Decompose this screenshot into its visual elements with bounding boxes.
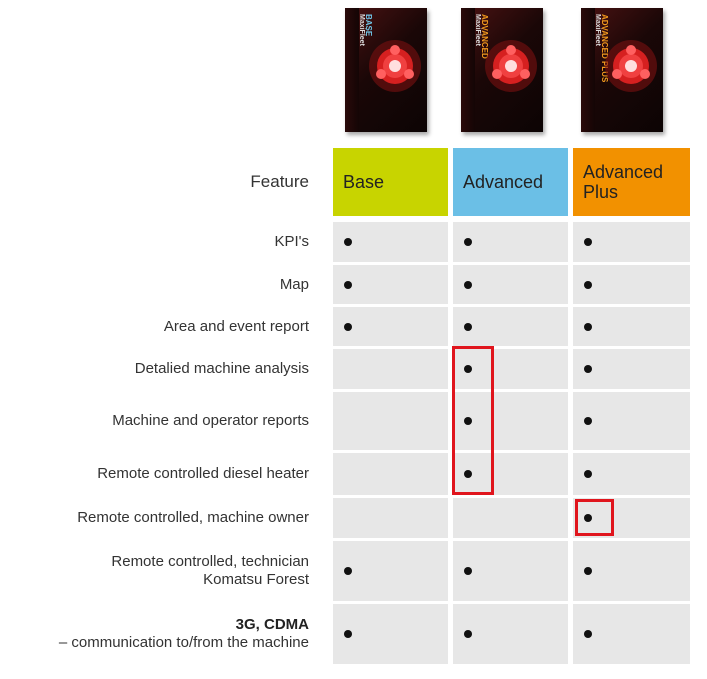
table-cell-base [333,349,448,389]
feature-label-subtext: Komatsu Forest [203,571,309,588]
box-spine [461,8,475,132]
feature-label: Map [280,265,309,304]
table-cell-base [333,307,448,346]
table-cell-base [333,222,448,262]
included-bullet-icon [584,630,592,638]
feature-label: Remote controlled diesel heater [97,453,309,495]
highlight-box-advanced [452,346,494,495]
table-cell-base [333,498,448,538]
feature-label: Area and event report [164,307,309,346]
included-bullet-icon [584,417,592,425]
feature-label-subtext: – communication to/from the machine [58,634,309,651]
table-cell-base [333,541,448,601]
table-cell-advanced [453,349,568,389]
included-bullet-icon [344,322,352,331]
table-cell-advanced-plus [573,541,690,601]
table-cell-base [333,604,448,664]
product-brand: MaxiFleet [358,14,365,46]
table-cell-advanced [453,265,568,304]
included-bullet-icon [344,630,352,638]
included-bullet-icon [584,514,592,522]
column-header-advanced-plus: Advanced Plus [573,148,690,216]
feature-label-text: Area and event report [163,317,309,335]
included-bullet-icon [584,322,592,331]
column-header-label: Base [343,172,385,192]
product-box-advanced: MaxiFleet ADVANCED [461,8,543,132]
table-cell-advanced-plus [573,392,690,450]
komatsu-logo-icon [369,40,421,92]
feature-label-text: Map [279,275,309,293]
table-cell-base [333,392,448,450]
included-bullet-icon [464,238,472,246]
column-header-advanced: Advanced [453,148,568,216]
included-bullet-icon [464,417,472,425]
included-bullet-icon [344,280,352,289]
product-tier: ADVANCED PLUS [600,14,609,83]
feature-label: KPI's [274,222,309,262]
table-cell-advanced-plus [573,604,690,664]
feature-header: Feature [250,148,309,216]
feature-label: Detalied machine analysis [135,349,309,389]
feature-label-text: Remote controlled, machine owner [77,509,309,526]
product-box-base: MaxiFleet BASE [345,8,427,132]
table-cell-advanced-plus [573,498,690,538]
product-tier: ADVANCED [480,14,489,59]
table-cell-advanced [453,541,568,601]
included-bullet-icon [344,567,352,575]
table-cell-advanced-plus [573,307,690,346]
included-bullet-icon [344,238,352,246]
table-cell-advanced-plus [573,349,690,389]
table-cell-advanced-plus [573,222,690,262]
komatsu-logo-icon [485,40,537,92]
feature-label-text: Remote controlled diesel heater [97,465,309,482]
table-cell-advanced [453,307,568,346]
column-header-base: Base [333,148,448,216]
feature-label-text: KPI's [274,233,309,250]
feature-label: Machine and operator reports [112,392,309,450]
column-header-label: Advanced [463,172,544,192]
highlight-box-advanced-plus [575,499,614,536]
included-bullet-icon [464,470,472,478]
table-cell-base [333,265,448,304]
included-bullet-icon [584,238,592,246]
column-header-label: Advanced Plus [583,162,664,202]
feature-label-text: 3G, CDMA [235,616,309,633]
included-bullet-icon [464,280,472,289]
product-brand: MaxiFleet [474,14,481,46]
table-cell-advanced [453,498,568,538]
komatsu-logo-icon [605,40,657,92]
box-spine [581,8,595,132]
feature-label-text: Detalied machine analysis [134,360,309,377]
product-box-advanced-plus: MaxiFleet ADVANCED PLUS [581,8,663,132]
product-brand: MaxiFleet [594,14,601,46]
included-bullet-icon [584,365,592,373]
included-bullet-icon [584,280,592,289]
feature-header-label: Feature [250,172,309,191]
included-bullet-icon [584,567,592,575]
box-spine [345,8,359,132]
product-tier: BASE [364,14,373,37]
included-bullet-icon [464,365,472,373]
included-bullet-icon [584,470,592,478]
table-cell-advanced-plus [573,453,690,495]
feature-label: 3G, CDMA– communication to/from the mach… [59,604,309,664]
feature-label-text: Remote controlled, technician [111,553,309,570]
table-cell-advanced [453,453,568,495]
table-cell-advanced [453,392,568,450]
feature-label-text: Machine and operator reports [112,412,309,429]
table-cell-advanced [453,604,568,664]
table-cell-advanced [453,222,568,262]
included-bullet-icon [464,630,472,638]
included-bullet-icon [464,322,472,331]
included-bullet-icon [464,567,472,575]
table-cell-base [333,453,448,495]
feature-label: Remote controlled, machine owner [77,498,309,538]
table-cell-advanced-plus [573,265,690,304]
